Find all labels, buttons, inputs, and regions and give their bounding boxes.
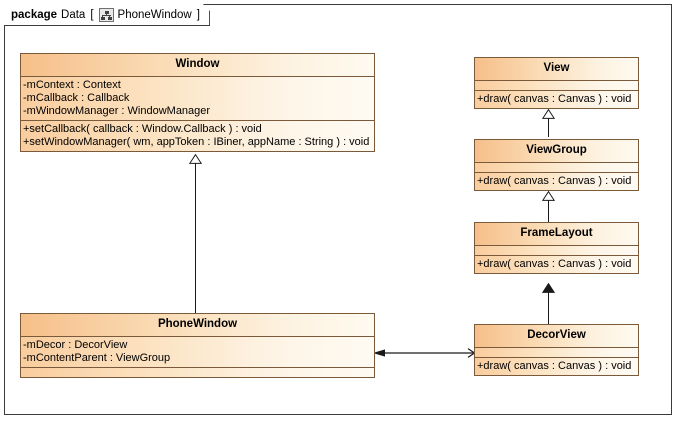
class-box-window[interactable]: Window -mContext : Context -mCallback : …	[20, 53, 375, 152]
generalization-arrowhead-framelayout	[542, 283, 555, 293]
operation-row: +draw( canvas : Canvas ) : void	[477, 257, 632, 270]
generalization-arrowhead-viewgroup	[542, 191, 555, 201]
attribute-row: -mContext : Context	[23, 78, 121, 91]
operation-row: +draw( canvas : Canvas ) : void	[477, 92, 632, 105]
class-box-view[interactable]: View +draw( canvas : Canvas ) : void	[474, 57, 639, 109]
class-attributes-window: -mContext : Context -mCallback : Callbac…	[21, 76, 374, 121]
operation-row: +draw( canvas : Canvas ) : void	[477, 359, 632, 372]
class-operations-phonewindow	[21, 367, 374, 377]
class-attributes-decorview	[475, 347, 638, 358]
class-operations-framelayout: +draw( canvas : Canvas ) : void	[475, 255, 638, 273]
class-operations-window: +setCallback( callback : Window.Callback…	[21, 120, 374, 151]
generalization-line-phonewindow-window	[195, 163, 196, 318]
generalization-line-framelayout-viewgroup	[548, 200, 549, 222]
class-name-decorview: DecorView	[475, 325, 638, 348]
class-attributes-framelayout	[475, 245, 638, 256]
generalization-arrowhead-window	[189, 154, 202, 164]
generalization-arrowhead-view	[542, 109, 555, 119]
class-operations-viewgroup: +draw( canvas : Canvas ) : void	[475, 172, 638, 190]
package-bracket-close: ]	[196, 8, 200, 21]
association-phonewindow-decorview	[372, 346, 476, 360]
package-bracket-open: [	[90, 8, 94, 21]
class-name-phonewindow: PhoneWindow	[21, 314, 374, 337]
package-keyword: package	[11, 8, 58, 21]
class-attributes-phonewindow: -mDecor : DecorView -mContentParent : Vi…	[21, 336, 374, 368]
operation-row: +setCallback( callback : Window.Callback…	[23, 122, 262, 135]
generalization-line-decorview-framelayout	[548, 292, 549, 324]
package-diagram-name: PhoneWindow	[117, 8, 192, 21]
class-box-viewgroup[interactable]: ViewGroup +draw( canvas : Canvas ) : voi…	[474, 139, 639, 191]
class-name-window: Window	[21, 54, 374, 77]
operation-row: +setWindowManager( wm, appToken : IBiner…	[23, 135, 370, 148]
class-operations-view: +draw( canvas : Canvas ) : void	[475, 90, 638, 108]
class-box-decorview[interactable]: DecorView +draw( canvas : Canvas ) : voi…	[474, 324, 639, 376]
class-name-view: View	[475, 58, 638, 81]
class-name-framelayout: FrameLayout	[475, 223, 638, 246]
class-box-phonewindow[interactable]: PhoneWindow -mDecor : DecorView -mConten…	[20, 313, 375, 378]
class-diagram-icon	[99, 8, 114, 22]
attribute-row: -mWindowManager : WindowManager	[23, 104, 211, 117]
attribute-row: -mCallback : Callback	[23, 91, 130, 104]
package-tab-header[interactable]: package Data [ PhoneWindow ]	[4, 4, 210, 26]
class-operations-decorview: +draw( canvas : Canvas ) : void	[475, 357, 638, 375]
package-name: Data	[61, 8, 86, 21]
class-attributes-view	[475, 80, 638, 91]
class-attributes-viewgroup	[475, 162, 638, 173]
attribute-row: -mDecor : DecorView	[23, 338, 128, 351]
generalization-line-viewgroup-view	[548, 118, 549, 137]
operation-row: +draw( canvas : Canvas ) : void	[477, 174, 632, 187]
class-box-framelayout[interactable]: FrameLayout +draw( canvas : Canvas ) : v…	[474, 222, 639, 274]
class-name-viewgroup: ViewGroup	[475, 140, 638, 163]
attribute-row: -mContentParent : ViewGroup	[23, 351, 171, 364]
